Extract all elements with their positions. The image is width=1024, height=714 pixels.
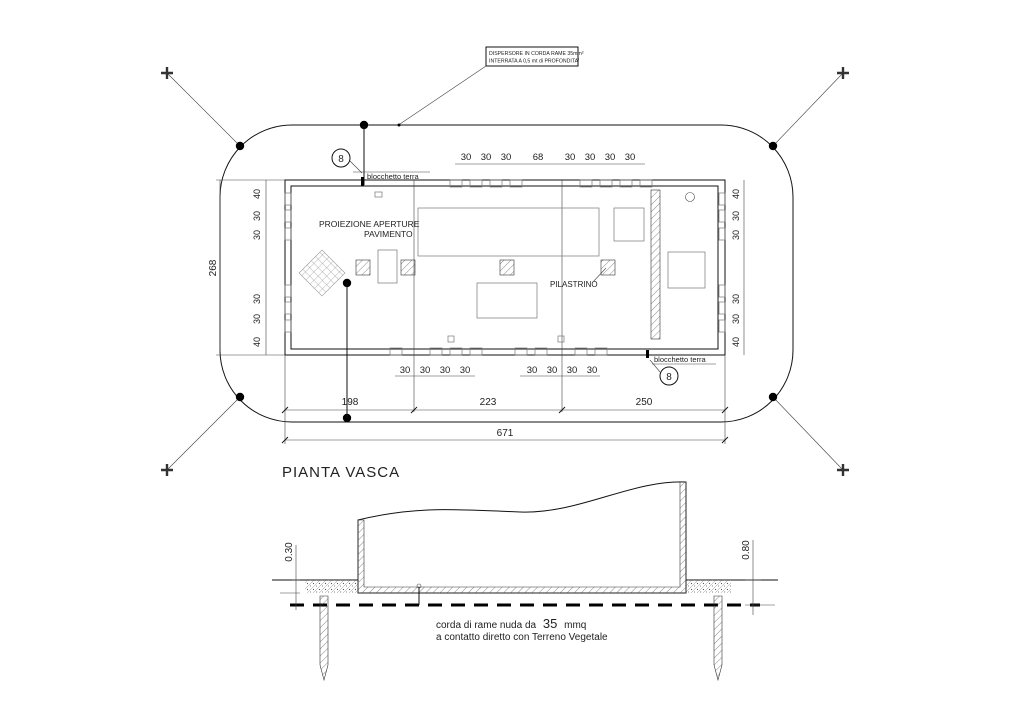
tank-outer [284,179,726,356]
dim-left-3: 30 [252,294,262,304]
dim-top-7: 30 [625,152,636,163]
cable-note-line-2: a contatto diretto con Terreno Vegetale [436,632,608,643]
dim-left-4: 30 [252,314,262,324]
floor-openings-label-2: PAVIMENTO [364,229,413,239]
dim-right-3: 30 [731,294,741,304]
dim-bottom-2: 250 [636,397,653,408]
dim-top-4: 30 [565,152,576,163]
dim-right-4: 30 [731,314,741,324]
section-view: 0.30 0.80 corda di rame nuda da 35 mmq a… [272,481,778,682]
dim-top-5: 30 [585,152,596,163]
dim-under-3: 30 [460,365,471,376]
floor-openings-label: PROIEZIONE APERTURE [319,219,420,229]
dim-under-5: 30 [547,365,558,376]
dim-under-2: 30 [440,365,451,376]
dim-left-2: 30 [252,230,262,240]
section-dim-left: 0.30 [284,542,295,562]
dim-left-0: 40 [252,189,262,199]
dim-top-1: 30 [481,152,492,163]
top-dimension-chain: 30 30 30 68 30 30 30 30 [455,152,645,165]
left-dimension-chain: 40 30 30 30 30 40 [252,180,267,355]
earth-rod-icon [319,595,723,682]
ground-block-label-bottom: blocchetto terra [654,355,707,364]
marker-label-top: 8 [338,154,344,165]
dim-top-0: 30 [461,152,472,163]
dim-height: 268 [208,259,219,276]
earth-rod-icon [161,67,849,476]
note-line-2: INTERRATA A 0,5 mt di PROFONDITA' [489,59,579,65]
dim-under-6: 30 [567,365,578,376]
plan-title: PIANTA VASCA [282,464,400,481]
tank-inner [290,185,719,350]
note-line-1: DISPERSORE IN CORDA RAME 35mm² [489,51,584,57]
dim-under-4: 30 [527,365,538,376]
dim-right-2: 30 [731,230,741,240]
dim-under-7: 30 [587,365,598,376]
dim-left-1: 30 [252,211,262,221]
under-dimension-chain: 30 30 30 30 30 30 30 30 [395,365,600,377]
dim-top-2: 30 [501,152,512,163]
dim-top-3: 68 [533,152,544,163]
cable-unit: mmq [564,620,586,631]
dim-top-6: 30 [605,152,616,163]
section-dim-right: 0.80 [741,540,752,560]
connection-node-icon [235,120,778,423]
dim-under-1: 30 [420,365,431,376]
plan-view: DISPERSORE IN CORDA RAME 35mm² INTERRATA… [161,46,849,481]
cable-note-line-1: corda di rame nuda da 35 mmq [436,616,586,631]
dim-bottom-1: 223 [480,397,497,408]
marker-circle-icon: 8 8 [331,148,679,386]
dim-right-5: 40 [731,337,741,347]
note-box: DISPERSORE IN CORDA RAME 35mm² INTERRATA… [399,46,584,125]
dim-under-0: 30 [400,365,411,376]
ground-block-label-top: blocchetto terra [367,172,420,181]
dim-total: 671 [497,428,514,439]
cable-size: 35 [543,616,557,631]
dim-left-5: 40 [252,337,262,347]
dim-right-1: 30 [731,211,741,221]
marker-label-bottom: 8 [666,372,672,383]
dim-right-0: 40 [731,189,741,199]
tank-section [357,481,687,594]
right-dimension-chain: 40 30 30 30 30 40 [731,180,745,355]
dim-bottom-0: 198 [342,397,359,408]
cable-note-text: corda di rame nuda da [436,620,537,631]
pillar-label: PILASTRINO [550,280,598,289]
